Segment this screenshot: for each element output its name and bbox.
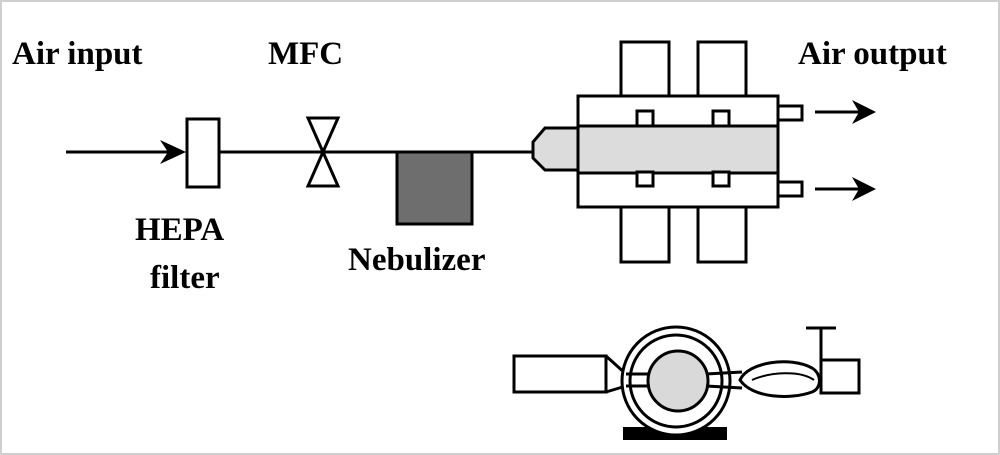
nebulizer (395, 150, 474, 226)
mfc-label: MFC (268, 36, 343, 72)
restraint-tube-detail (512, 325, 861, 440)
nose-port (711, 109, 731, 128)
detail-body (646, 349, 710, 413)
chamber-inlet-cone (531, 126, 580, 172)
nose-port (635, 170, 655, 188)
air-output-label: Air output (798, 36, 947, 72)
exhaust-port (776, 180, 804, 198)
animal-tube (696, 40, 748, 99)
nose-port (711, 170, 731, 188)
animal-tube (696, 204, 748, 264)
nebulizer-label: Nebulizer (348, 242, 485, 278)
nose-port (635, 109, 655, 128)
animal-tube (619, 40, 671, 99)
exhaust-port (776, 104, 804, 122)
mfc-valve-icon (305, 116, 341, 188)
detail-right-box (819, 358, 861, 395)
animal-tube (619, 204, 671, 264)
exposure-chamber (531, 40, 804, 264)
chamber-plenum (576, 124, 780, 175)
detail-inner-ring (628, 333, 724, 429)
air-input-label: Air input (12, 36, 143, 72)
air-output-arrow (815, 177, 876, 201)
hepa-filter-label-line2: filter (150, 260, 220, 296)
air-input-arrow (66, 140, 186, 164)
detail-left-block (512, 354, 608, 394)
air-output-arrow (815, 100, 876, 124)
hepa-filter (185, 117, 221, 189)
hepa-filter-label-line1: HEPA (135, 212, 224, 248)
